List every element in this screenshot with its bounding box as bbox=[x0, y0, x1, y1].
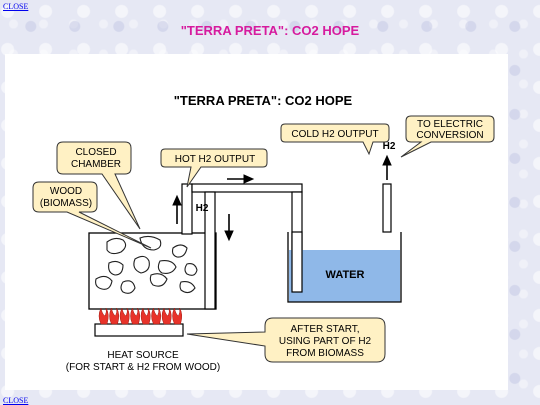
water-tank bbox=[287, 232, 402, 303]
water-fill bbox=[289, 250, 400, 302]
electric-text-2: CONVERSION bbox=[416, 130, 483, 141]
diagram-panel: "TERRA PRETA": CO2 HOPE WATER bbox=[5, 54, 508, 390]
terra-preta-diagram: "TERRA PRETA": CO2 HOPE WATER bbox=[32, 93, 495, 373]
close-link-top[interactable]: CLOSE bbox=[3, 2, 29, 11]
flame-icon bbox=[140, 307, 151, 325]
wood-piece bbox=[149, 273, 168, 287]
callouts bbox=[32, 115, 495, 363]
wood-piece bbox=[106, 237, 127, 255]
arrow-up-left-head bbox=[172, 194, 182, 206]
arrow-down-head bbox=[224, 230, 234, 242]
h2-label-right: H2 bbox=[383, 141, 396, 152]
after-start-callout bbox=[186, 317, 386, 363]
hot-h2-text: HOT H2 OUTPUT bbox=[175, 154, 255, 165]
closed-chamber-text-1: CLOSED bbox=[75, 147, 116, 158]
wood-piece bbox=[108, 260, 124, 276]
h2-label-left: H2 bbox=[196, 203, 209, 214]
flame-icon bbox=[109, 307, 120, 325]
arrow-up-right-head bbox=[382, 154, 392, 166]
flow-arrows bbox=[172, 154, 392, 242]
flame-icon bbox=[130, 307, 141, 325]
wood-piece bbox=[120, 280, 136, 294]
wood-piece bbox=[95, 275, 113, 290]
electric-callout bbox=[400, 115, 495, 158]
flame-icon bbox=[151, 307, 162, 325]
after-start-text-1: AFTER START, bbox=[290, 324, 359, 335]
wood-piece bbox=[179, 281, 196, 294]
flame-icon bbox=[161, 307, 172, 325]
heat-source-burner bbox=[94, 323, 184, 337]
heat-source-sublabel: (FOR START & H2 FROM WOOD) bbox=[66, 362, 220, 373]
flame-icon bbox=[119, 307, 130, 325]
tank-inlet-pipe bbox=[291, 231, 303, 293]
closed-chamber-text-2: CHAMBER bbox=[71, 159, 121, 170]
after-start-text-2: USING PART OF H2 bbox=[279, 336, 372, 347]
diagram-title: "TERRA PRETA": CO2 HOPE bbox=[174, 93, 353, 108]
wood-text-2: (BIOMASS) bbox=[40, 198, 92, 209]
flames bbox=[98, 307, 183, 325]
flame-icon bbox=[172, 307, 183, 325]
wood-pieces bbox=[95, 235, 198, 294]
wood-text-1: WOOD bbox=[50, 186, 82, 197]
wood-piece bbox=[157, 260, 177, 274]
cold-h2-text: COLD H2 OUTPUT bbox=[291, 129, 378, 140]
return-pipe bbox=[204, 191, 216, 310]
hot-pipe-riser bbox=[181, 183, 193, 235]
arrow-right-head bbox=[243, 174, 255, 184]
flame-icon bbox=[98, 307, 109, 325]
cold-h2-callout bbox=[280, 123, 390, 156]
wood-callout bbox=[32, 181, 152, 249]
hot-pipe-crossover bbox=[191, 183, 303, 193]
wood-piece bbox=[139, 235, 162, 251]
close-link-bottom[interactable]: CLOSE bbox=[3, 396, 29, 405]
heat-source-label: HEAT SOURCE bbox=[107, 350, 179, 361]
cold-outlet-pipe bbox=[382, 183, 392, 233]
wood-piece bbox=[184, 263, 198, 276]
page-title: "TERRA PRETA": CO2 HOPE bbox=[180, 23, 360, 38]
water-label: WATER bbox=[326, 269, 365, 281]
wood-piece bbox=[133, 255, 150, 274]
closed-chamber-callout bbox=[56, 141, 141, 230]
hot-h2-callout bbox=[160, 148, 268, 188]
after-start-text-3: FROM BIOMASS bbox=[286, 348, 364, 359]
wood-piece bbox=[171, 244, 188, 258]
electric-text-1: TO ELECTRIC bbox=[417, 119, 483, 130]
